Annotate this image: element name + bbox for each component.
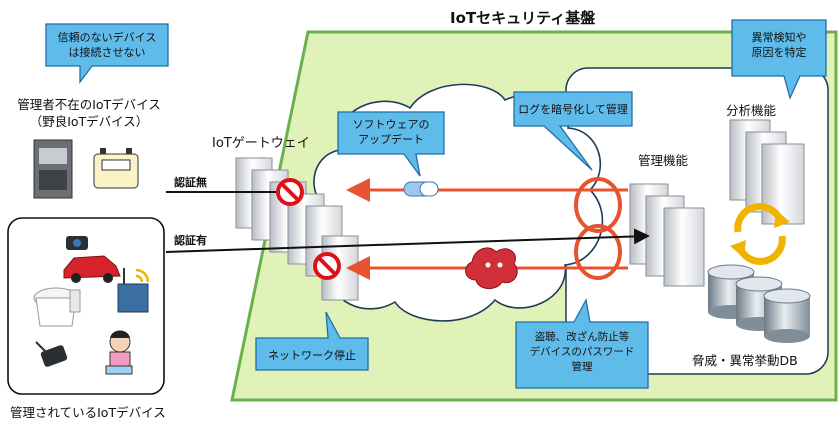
wifi-signal-icon	[135, 268, 150, 283]
analysis-cycle-icon	[730, 203, 790, 265]
car-icon	[63, 255, 121, 283]
untrusted-callout: 信頼のないデバイス は接続させない	[48, 30, 166, 60]
smart-meter-icon	[33, 139, 73, 199]
software-capsule-icon	[403, 181, 439, 197]
software-update-line-1: ソフトウェアの	[352, 118, 430, 131]
theft-prevention-callout-shape	[515, 298, 649, 389]
child-tablet-icon	[105, 330, 133, 375]
unmanaged-label-line-1: 管理者不在のIoTデバイス	[17, 97, 161, 112]
anomaly-line-1: 異常検知や	[751, 31, 807, 44]
database-cylinders	[707, 264, 811, 343]
managed-devices-label: 管理されているIoTデバイス	[10, 405, 166, 420]
encryption-loop-icon	[574, 177, 622, 280]
software-update-callout: ソフトウェアの アップデート	[340, 117, 442, 147]
software-update-line-2: アップデート	[358, 133, 424, 146]
gas-meter-icon	[93, 148, 139, 189]
unmanaged-label-line-2: （野良IoTデバイス）	[29, 114, 149, 129]
tracker-icon	[66, 236, 88, 250]
unmanaged-devices-label: 管理者不在のIoTデバイス （野良IoTデバイス）	[6, 96, 172, 130]
theft-prevention-line-2: デバイスのパスワード	[529, 346, 635, 358]
router-icon	[117, 268, 149, 313]
untrusted-callout-line-2: は接続させない	[68, 46, 146, 59]
analysis-function-label: 分析機能	[726, 103, 777, 118]
management-function-label: 管理機能	[638, 153, 689, 168]
block-sign-network-icon	[313, 252, 341, 280]
anomaly-callout-shape	[731, 19, 827, 100]
theft-prevention-callout: 盗聴、改ざん防止等 デバイスのパスワード 管理	[518, 330, 646, 375]
theft-prevention-line-3: 管理	[571, 361, 593, 373]
threat-db-label: 脅威・異常挙動DB	[692, 353, 798, 368]
malware-icon	[465, 247, 518, 289]
untrusted-callout-shape	[45, 23, 169, 84]
no-auth-label: 認証無	[174, 176, 207, 189]
anomaly-line-2: 原因を特定	[751, 46, 807, 59]
block-sign-no-auth-icon	[276, 178, 304, 206]
software-update-callout-shape	[337, 111, 445, 177]
with-auth-label: 認証有	[174, 234, 207, 247]
with-auth-arrow	[165, 228, 650, 253]
management-servers	[629, 183, 705, 287]
network-stop-callout: ネットワーク停止	[268, 349, 356, 362]
dongle-icon	[35, 341, 68, 367]
platform-title: IoTセキュリティ基盤	[450, 9, 596, 27]
log-encrypt-callout: ログを暗号化して管理	[518, 103, 628, 116]
anomaly-callout: 異常検知や 原因を特定	[734, 30, 824, 60]
toilet-icon	[33, 287, 81, 327]
gateway-label: IoTゲートウェイ	[212, 136, 310, 151]
log-encrypt-callout-shape	[513, 91, 633, 171]
network-stop-callout-shape	[255, 311, 369, 371]
theft-prevention-line-1: 盗聴、改ざん防止等	[534, 331, 630, 343]
untrusted-callout-line-1: 信頼のないデバイス	[57, 31, 157, 44]
